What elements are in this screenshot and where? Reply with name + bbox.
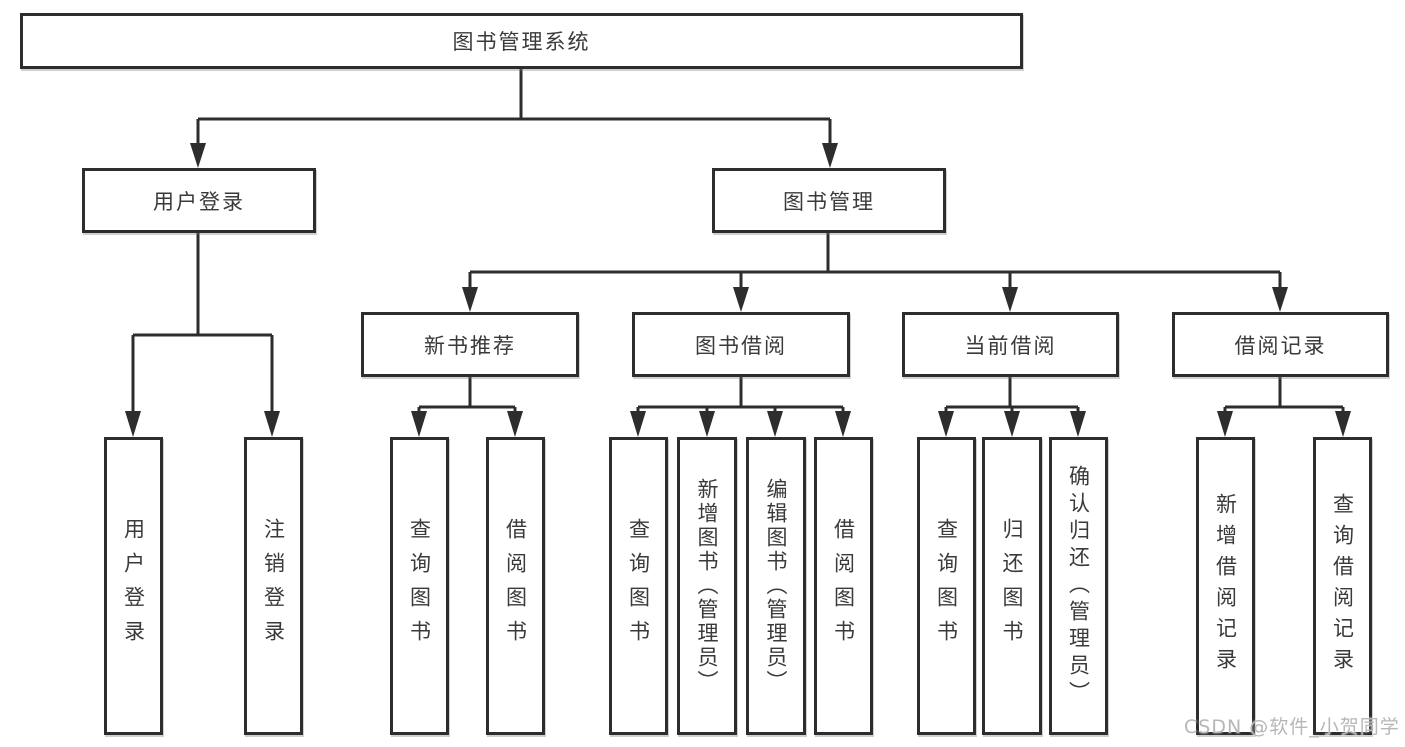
- leaf-borrow-edit-books-admin: 编辑图书（管理员）: [746, 437, 806, 735]
- leaf-borrow-add-books-admin: 新增图书（管理员）: [677, 437, 737, 735]
- leaf-borrow-query-books: 查询图书: [609, 437, 668, 735]
- leaf-newrec-query-books: 查询图书: [390, 437, 449, 735]
- leaf-logout-login: 注销登录: [244, 437, 303, 735]
- node-borrow-records: 借阅记录: [1172, 312, 1389, 377]
- node-library-management-system: 图书管理系统: [20, 13, 1023, 69]
- leaf-current-confirm-return-admin: 确认归还（管理员）: [1049, 437, 1108, 735]
- leaf-borrow-borrow-books: 借阅图书: [814, 437, 873, 735]
- leaf-newrec-borrow-books: 借阅图书: [486, 437, 545, 735]
- leaf-current-query-books: 查询图书: [917, 437, 976, 735]
- node-new-book-recommend: 新书推荐: [361, 312, 579, 377]
- node-user-login: 用户登录: [82, 168, 316, 233]
- node-book-management: 图书管理: [712, 168, 946, 233]
- leaf-user-login: 用户登录: [104, 437, 163, 735]
- node-book-borrowing: 图书借阅: [632, 312, 850, 377]
- leaf-records-add-borrow-record: 新增借阅记录: [1196, 437, 1255, 735]
- node-current-borrowing: 当前借阅: [902, 312, 1119, 377]
- leaf-current-return-books: 归还图书: [982, 437, 1042, 735]
- watermark-csdn: CSDN @软件_小贺同学: [1184, 716, 1400, 738]
- leaf-records-query-borrow-record: 查询借阅记录: [1313, 437, 1372, 735]
